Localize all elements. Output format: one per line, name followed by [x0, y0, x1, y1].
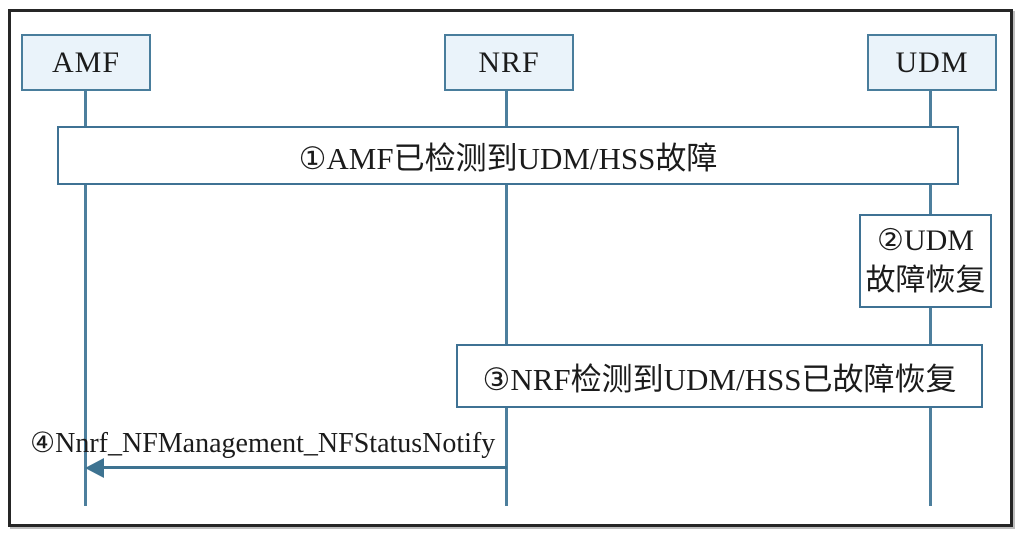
lifeline-amf: [84, 91, 87, 506]
actor-label-nrf: NRF: [478, 45, 540, 79]
note-step3-text: ③NRF检测到UDM/HSS已故障恢复: [482, 361, 957, 397]
note-step3-nrf-detected-recovery: ③NRF检测到UDM/HSS已故障恢复: [456, 344, 983, 408]
note-step2-line1: ②UDM: [877, 223, 974, 257]
note-step1-text: ①AMF已检测到UDM/HSS故障: [298, 141, 718, 176]
lifeline-nrf: [505, 91, 508, 506]
actor-box-amf: AMF: [21, 34, 151, 91]
note-step1-amf-detected-failure: ①AMF已检测到UDM/HSS故障: [57, 126, 959, 185]
note-step2-line2: 故障恢复: [865, 264, 986, 297]
actor-box-udm: UDM: [867, 34, 997, 91]
diagram-frame: [8, 9, 1013, 527]
message-step4-line: [103, 466, 507, 469]
message-step4-label: ④Nnrf_NFManagement_NFStatusNotify: [30, 428, 496, 459]
actor-label-amf: AMF: [51, 45, 121, 79]
actor-box-nrf: NRF: [444, 34, 574, 91]
actor-label-udm: UDM: [895, 45, 969, 79]
left-arrowhead-icon: [85, 458, 104, 478]
note-step2-udm-recovery: ②UDM 故障恢复: [859, 214, 992, 308]
